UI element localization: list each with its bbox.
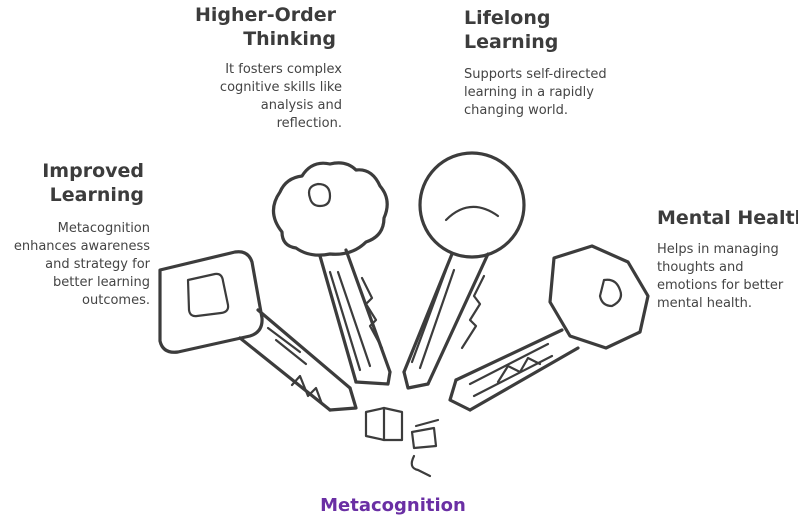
title-line: Learning <box>49 184 144 206</box>
title-line: Thinking <box>243 28 336 50</box>
key-icon <box>271 161 392 386</box>
open-book-icon <box>364 406 440 478</box>
key-icon <box>402 151 526 390</box>
key-description-lifelong-learning: Supports self-directed learning in a rap… <box>464 67 607 118</box>
key-description-higher-order-thinking: It fosters complex cognitive skills like… <box>219 62 342 131</box>
center-label: Metacognition <box>320 495 466 516</box>
key-description-improved-learning: Metacognition enhances awareness and str… <box>13 221 150 308</box>
title-line: Improved <box>42 160 144 182</box>
title-line: Mental Health <box>657 207 798 229</box>
key-description-mental-health: Helps in managing thoughts and emotions … <box>657 242 784 311</box>
title-line: Learning <box>464 31 559 53</box>
key-title-lifelong-learning: Lifelong Learning <box>464 6 624 54</box>
title-line: Lifelong <box>464 7 551 29</box>
key-title-improved-learning: Improved Learning <box>10 159 144 207</box>
key-icon <box>448 244 650 412</box>
key-title-mental-health: Mental Health <box>657 206 798 230</box>
title-line: Higher-Order <box>194 4 336 26</box>
key-icon <box>158 250 358 412</box>
key-title-higher-order-thinking: Higher-Order Thinking <box>170 3 336 51</box>
